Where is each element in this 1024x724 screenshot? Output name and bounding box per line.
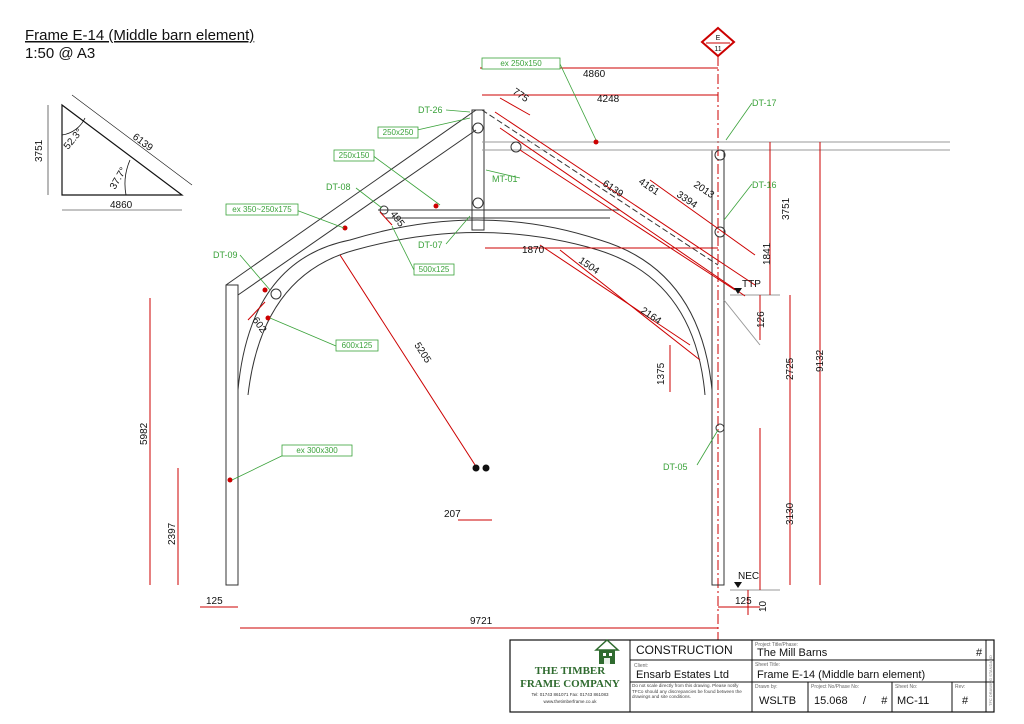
company-logo-icon [594, 638, 620, 664]
red-dimension-lines [149, 67, 821, 629]
project-no-label: Project No/Phase No: [811, 684, 859, 690]
dim-2725: 2725 [785, 357, 796, 380]
dim-2164: 2164 [638, 305, 663, 327]
sheet-title-label: Sheet Title: [755, 662, 780, 668]
dim-3394: 3394 [674, 189, 699, 211]
nec-label: NEC [738, 571, 759, 582]
section-box-250x150: 250x150 [333, 149, 375, 162]
section-250x150-text: 250x150 [339, 151, 370, 160]
company-contact: Tel: 01743 861071 Fax: 01743 861083 [531, 692, 609, 697]
dim-1841: 1841 [762, 242, 773, 265]
tag-dt-05: DT-05 [663, 462, 688, 472]
section-box-ex250x150: ex 250x150 [481, 57, 561, 70]
company-web: www.thetimberframe.co.uk [543, 699, 597, 704]
section-box-250x250: 250x250 [377, 126, 419, 139]
dim-1375: 1375 [656, 362, 667, 385]
tag-dt-26: DT-26 [418, 105, 443, 115]
triangle-height-label: 3751 [34, 139, 45, 162]
dim-5982: 5982 [139, 422, 150, 445]
dim-1504: 1504 [576, 255, 601, 277]
dim-207: 207 [444, 509, 461, 520]
title-block: THE TIMBER FRAME COMPANY Tel: 01743 8610… [509, 638, 995, 713]
section-marker: E 11 [700, 26, 736, 58]
rev-label: Rev: [955, 684, 965, 690]
tag-dt-16: DT-16 [752, 180, 777, 190]
disclaimer-note: Do not scale directly from this drawing.… [632, 683, 742, 700]
dim-3751: 3751 [781, 197, 792, 220]
section-ex300x300-text: ex 300x300 [296, 446, 338, 455]
section-ex350-text: ex 350~250x175 [232, 205, 292, 214]
drawn-label: Drawn by: [755, 684, 778, 690]
dim-4860: 4860 [583, 69, 606, 80]
client-label: Client: [634, 663, 648, 669]
side-text: TFC DRAWING STANDARD [988, 655, 993, 706]
section-box-ex300x300: ex 300x300 [281, 444, 353, 457]
detail-leaders [231, 63, 753, 481]
dim-775: 775 [510, 86, 530, 105]
drawn-value: WSLTB [759, 695, 796, 707]
section-box-ex350: ex 350~250x175 [225, 203, 299, 216]
tag-dt-17: DT-17 [752, 98, 777, 108]
tag-dt-07: DT-07 [418, 240, 443, 250]
client-value: Ensarb Estates Ltd [636, 669, 729, 681]
section-500x125-text: 500x125 [419, 265, 450, 274]
rev-value: # [962, 695, 969, 707]
section-250x250-text: 250x250 [383, 128, 414, 137]
drawing-title: Frame E-14 (Middle barn element) [25, 27, 254, 44]
section-letter: E [716, 35, 721, 42]
triangle-angle-bottom: 37.7° [108, 166, 129, 192]
project-label: Project Title/Phase: [755, 642, 798, 648]
project-value: The Mill Barns [757, 647, 828, 659]
dim-9721: 9721 [470, 616, 493, 627]
anchor-dots [227, 139, 599, 483]
triangle-angle-top: 52.3° [62, 127, 86, 152]
dim-4161: 4161 [636, 176, 661, 198]
section-600x125-text: 600x125 [342, 341, 373, 350]
company-name-line1: THE TIMBER [535, 665, 606, 677]
dim-4248: 4248 [597, 94, 620, 105]
ttp-label: TTP [742, 279, 761, 290]
level-markers [734, 288, 742, 588]
triangle-hyp-label: 6139 [130, 132, 155, 154]
dim-6139: 6139 [600, 178, 625, 200]
dim-3130: 3130 [785, 502, 796, 525]
project-hash: # [976, 647, 983, 659]
section-number: 11 [714, 46, 721, 53]
dim-9132: 9132 [815, 349, 826, 372]
dim-1870: 1870 [522, 245, 545, 256]
dim-10: 10 [758, 600, 769, 612]
dim-5205: 5205 [411, 341, 433, 366]
dim-125-left: 125 [206, 596, 223, 607]
spring-points [472, 464, 490, 472]
dim-125-right: 125 [735, 596, 752, 607]
joint-pegs [270, 122, 726, 433]
triangle-base-label: 4860 [110, 200, 133, 211]
status-text: CONSTRUCTION [636, 643, 733, 657]
section-box-500x125: 500x125 [413, 263, 455, 276]
tag-mt-01: MT-01 [492, 174, 518, 184]
tag-dt-09: DT-09 [213, 250, 238, 260]
project-no-value: 15.068 / # [814, 695, 888, 707]
dim-2013: 2013 [691, 179, 716, 201]
reference-triangle [47, 94, 193, 211]
tag-dt-08: DT-08 [326, 182, 351, 192]
drawing-scale: 1:50 @ A3 [25, 45, 95, 62]
sheet-title-value: Frame E-14 (Middle barn element) [757, 669, 925, 681]
dim-2397: 2397 [167, 522, 178, 545]
section-box-600x125: 600x125 [335, 339, 379, 352]
section-ex250x150-text: ex 250x150 [500, 59, 542, 68]
sheet-no-value: MC-11 [897, 695, 929, 707]
dim-126: 126 [756, 311, 767, 328]
company-name-line2: FRAME COMPANY [520, 678, 620, 690]
sheet-no-label: Sheet No: [895, 684, 917, 690]
